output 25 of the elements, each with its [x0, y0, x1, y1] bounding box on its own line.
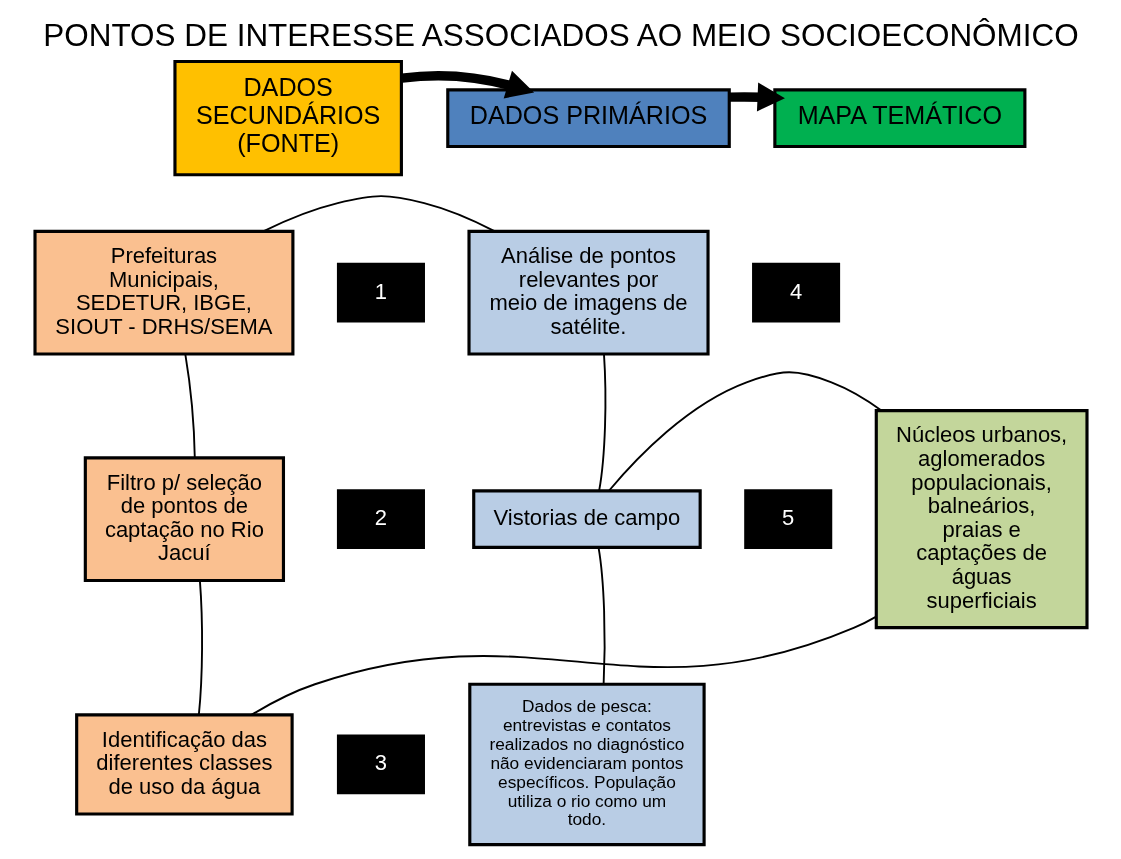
node-box: Núcleos urbanos, aglomerados populacionais, balneários, praias e captações de águas superficiais [874, 409, 1089, 630]
node-box: MAPA TEMÁTICO [772, 88, 1026, 148]
arrow [729, 82, 785, 112]
connector [197, 579, 203, 716]
connector [597, 546, 606, 686]
node-box: 4 [751, 262, 840, 323]
diagram-title: PONTOS DE INTERESSE ASSOCIADOS AO MEIO SOCIOECONÔMICO [42, 17, 1079, 53]
node-box: Prefeituras Municipais, SEDETUR, IBGE, SIOUT - DRHS/SEMA [32, 229, 294, 356]
arrow [400, 70, 534, 99]
node-box: 5 [743, 489, 832, 549]
node-box: Vistorias de campo [471, 489, 702, 549]
connector [183, 353, 196, 459]
node-box: Dados de pesca: entrevistas e contatos realizados no diagnóstico não evidenciaram pontos específicos. População utiliza o rio como um todo. [467, 682, 706, 847]
node-box: DADOS SECUNDÁRIOS (FONTE) [172, 59, 403, 177]
connector [249, 615, 877, 716]
node-box: 1 [336, 262, 425, 323]
connector [597, 353, 606, 492]
node-box: 2 [336, 489, 425, 549]
connector [607, 371, 882, 492]
node-box: 3 [336, 734, 425, 795]
node-box: Identificação das diferentes classes de uso da água [74, 713, 294, 816]
node-box: Análise de pontos relevantes por meio de imagens de satélite. [466, 229, 710, 356]
node-box: DADOS PRIMÁRIOS [445, 88, 731, 148]
node-box: Filtro p/ seleção de pontos de captação no Rio Jacuí [83, 456, 285, 583]
connector [261, 195, 496, 233]
